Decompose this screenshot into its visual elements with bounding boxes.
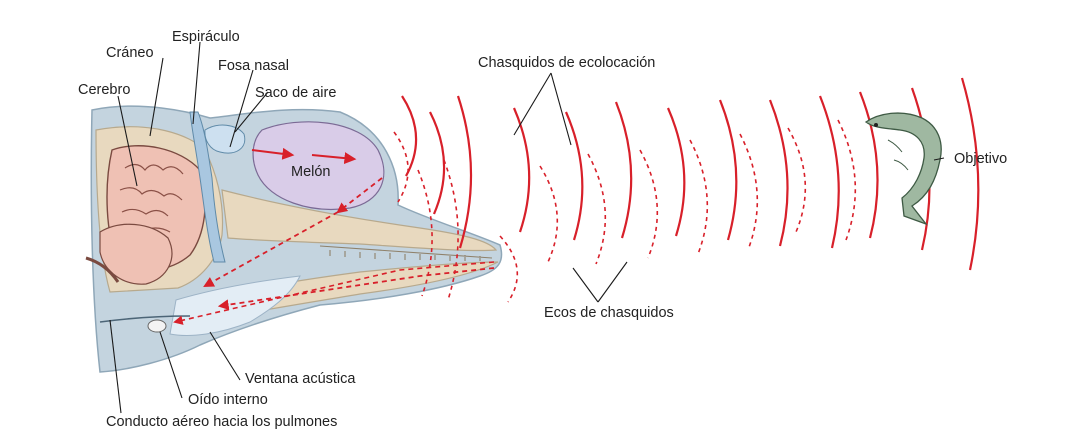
label-oido: Oído interno bbox=[188, 392, 268, 408]
echo-arc bbox=[739, 133, 759, 251]
inner-ear bbox=[147, 319, 167, 333]
label-ventana: Ventana acústica bbox=[245, 371, 356, 387]
labels: Espiráculo Cráneo Fosa nasal Cerebro Sac… bbox=[78, 29, 1007, 430]
click-arc bbox=[666, 107, 686, 237]
echo-arc bbox=[499, 235, 519, 303]
label-cerebro: Cerebro bbox=[78, 82, 130, 98]
click-arc bbox=[718, 99, 738, 241]
upper-jaw bbox=[221, 189, 498, 252]
echo-arc bbox=[539, 165, 559, 263]
label-saco-de-aire: Saco de aire bbox=[255, 85, 336, 101]
click-arc bbox=[564, 111, 584, 241]
sound-pathways bbox=[173, 147, 495, 325]
click-arc bbox=[960, 77, 980, 271]
acoustic-window bbox=[169, 275, 301, 336]
blowhole-nasal-passage bbox=[189, 111, 226, 263]
leader-lines bbox=[109, 41, 945, 414]
click-arc bbox=[818, 95, 840, 249]
label-chasquidos: Chasquidos de ecolocación bbox=[478, 55, 655, 71]
echo-arc bbox=[689, 139, 709, 255]
click-arc bbox=[456, 95, 473, 249]
echo-arc bbox=[837, 119, 857, 241]
label-fosa-nasal: Fosa nasal bbox=[218, 58, 289, 74]
teeth bbox=[319, 245, 493, 261]
click-arc bbox=[429, 111, 446, 215]
echo-arc bbox=[417, 169, 433, 297]
echo-arc bbox=[587, 153, 607, 265]
click-arc bbox=[614, 101, 633, 239]
echo-arc bbox=[639, 149, 659, 259]
echo-arc bbox=[787, 127, 807, 233]
click-arc bbox=[512, 107, 531, 233]
label-melon: Melón bbox=[291, 164, 331, 180]
dolphin-head bbox=[85, 105, 503, 373]
melon-shape bbox=[252, 121, 385, 210]
echo-arc bbox=[393, 131, 409, 203]
click-arc bbox=[768, 99, 789, 247]
click-arc bbox=[858, 91, 879, 239]
target-fish bbox=[864, 112, 942, 226]
label-objetivo: Objetivo bbox=[954, 151, 1007, 167]
echo-arc bbox=[443, 159, 459, 301]
click-arc bbox=[401, 95, 418, 177]
label-espiraculo: Espiráculo bbox=[172, 29, 240, 45]
label-conducto: Conducto aéreo hacia los pulmones bbox=[106, 414, 337, 430]
label-craneo: Cráneo bbox=[106, 45, 154, 61]
sonar-waves bbox=[393, 77, 980, 303]
label-ecos: Ecos de chasquidos bbox=[544, 305, 674, 321]
